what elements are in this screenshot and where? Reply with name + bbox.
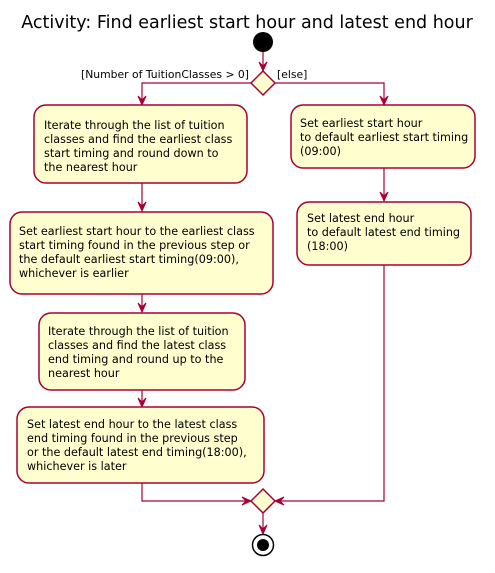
activity-set-latest-end: Set latest end hour to the latest class … <box>16 406 265 484</box>
arrowhead <box>258 61 268 73</box>
activity-box <box>296 201 472 266</box>
edge-right-to-merge <box>280 265 385 502</box>
activity-line: Set latest end hour to the latest class <box>27 418 237 431</box>
activity-line: nearest hour <box>48 367 120 380</box>
activity-line: Iterate through the list of tuition <box>48 325 229 338</box>
arrowhead <box>258 524 268 536</box>
activity-box <box>16 406 265 484</box>
arrowhead <box>379 191 389 203</box>
activity-default-earliest-start: Set earliest start hour to default earli… <box>290 104 476 169</box>
activity-line: whichever is earlier <box>19 267 129 280</box>
activity-line: or the default latest end timing(18:00), <box>27 446 247 459</box>
arrowhead <box>379 95 389 107</box>
edge-decision-to-right <box>275 82 385 100</box>
end-node-dot <box>257 539 269 551</box>
activity-line: whichever is later <box>27 460 127 473</box>
activity-box <box>33 104 248 184</box>
activity-line: to default earliest start timing <box>300 131 468 144</box>
activity-default-latest-end: Set latest end hour to default latest en… <box>296 201 472 266</box>
activity-iterate-earliest: Iterate through the list of tuition clas… <box>33 104 248 184</box>
activity-set-earliest-start: Set earliest start hour to the earliest … <box>9 211 274 295</box>
end-node <box>251 533 275 557</box>
arrowhead <box>137 397 147 409</box>
activity-line: the default earliest start timing(09:00)… <box>19 253 239 266</box>
activity-line: end timing found in the previous step <box>27 432 238 445</box>
guard-yes-label: [Number of TuitionClasses > 0] <box>81 68 249 81</box>
arrowhead <box>137 201 147 213</box>
arrowhead <box>273 496 285 506</box>
start-node <box>253 32 273 52</box>
activity-line: Set latest end hour <box>307 212 415 225</box>
activity-line: to default latest end timing <box>307 226 460 239</box>
activity-line: Set earliest start hour <box>300 117 423 130</box>
diagram-title: Activity: Find earliest start hour and l… <box>21 13 473 33</box>
activity-line: Set earliest start hour to the earliest … <box>19 225 255 238</box>
edges <box>137 52 389 536</box>
end-node-ring <box>251 533 275 557</box>
merge-node <box>249 487 277 515</box>
arrowhead <box>137 95 147 107</box>
arrowhead <box>137 302 147 314</box>
activity-iterate-latest: Iterate through the list of tuition clas… <box>38 312 246 391</box>
activity-line: the nearest hour <box>44 161 138 174</box>
activity-line: classes and find the earliest class <box>44 133 233 146</box>
activity-line: (09:00) <box>300 145 341 158</box>
activity-line: start timing and round down to <box>44 147 219 160</box>
guard-else-label: [else] <box>277 68 307 81</box>
edge-left-to-merge <box>141 483 246 502</box>
activity-line: end timing and round up to the <box>48 353 224 366</box>
activity-line: classes and find the latest class <box>48 339 226 352</box>
activity-line: start timing found in the previous step … <box>19 239 250 252</box>
decision-node <box>249 69 277 97</box>
arrowhead <box>241 496 253 506</box>
activity-line: Iterate through the list of tuition <box>44 119 225 132</box>
edge-decision-to-left <box>141 82 251 100</box>
activity-box <box>290 104 476 169</box>
activity-box <box>9 211 274 295</box>
activity-box <box>38 312 246 391</box>
activity-line: (18:00) <box>307 240 348 253</box>
